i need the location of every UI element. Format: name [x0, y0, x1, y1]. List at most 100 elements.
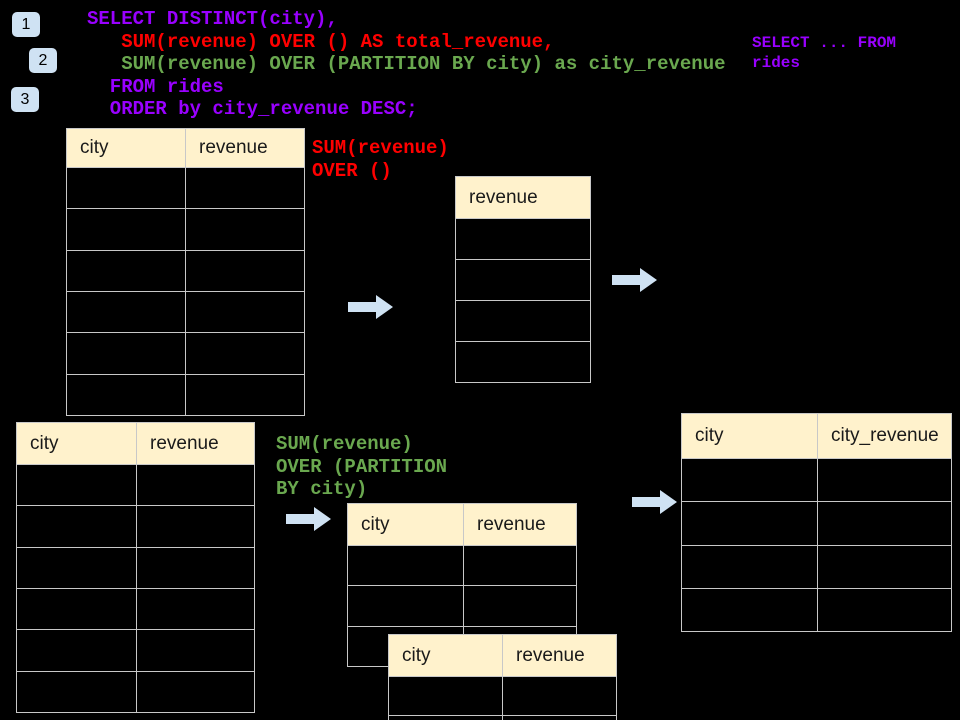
table-cell — [16, 670, 137, 714]
table-cell — [16, 629, 137, 672]
table-cell — [817, 457, 952, 503]
table-cell — [66, 166, 186, 210]
column-header-revenue: revenue — [455, 176, 591, 219]
arrow-right-icon — [612, 268, 657, 292]
annotation-line: OVER () — [312, 159, 392, 182]
annotation-line: OVER (PARTITION — [276, 455, 448, 478]
sql-code-block: SELECT DISTINCT(city), SUM(revenue) OVER… — [87, 8, 726, 121]
table-total-result: revenue — [455, 176, 591, 383]
table-row — [16, 463, 255, 507]
column-header-city: city — [347, 503, 464, 546]
table-cell — [66, 373, 186, 417]
table-cell — [347, 544, 464, 587]
column-header-city-revenue: city_revenue — [817, 413, 952, 459]
table-row — [66, 373, 305, 417]
table-cell — [681, 457, 818, 503]
table-cell — [136, 670, 255, 714]
table-row — [455, 300, 591, 342]
table-cell — [455, 300, 591, 342]
table-final-result: city city_revenue — [681, 413, 952, 633]
table-cell — [502, 715, 617, 720]
sql-line-order-by: ORDER by city_revenue DESC; — [87, 98, 418, 120]
column-header-city: city — [16, 422, 137, 465]
table-cell — [347, 585, 464, 627]
column-header-city: city — [66, 128, 186, 168]
table-cell — [66, 208, 186, 251]
sql-line-select: SELECT DISTINCT(city), — [87, 8, 338, 30]
table-row — [455, 218, 591, 260]
table-row — [388, 715, 617, 720]
table-row — [347, 585, 577, 627]
table-row — [347, 544, 577, 587]
table-row — [16, 629, 255, 672]
column-header-revenue: revenue — [185, 128, 305, 168]
table-row — [16, 670, 255, 714]
table-cell — [136, 463, 255, 507]
column-header-revenue: revenue — [463, 503, 577, 546]
table-row — [681, 457, 952, 503]
table-row — [66, 290, 305, 334]
arrow-right-icon — [632, 490, 677, 514]
table-row — [66, 166, 305, 210]
column-header-revenue: revenue — [136, 422, 255, 465]
table-partition-overlay: city revenue — [388, 634, 617, 720]
table-cell — [681, 587, 818, 633]
table-row — [66, 332, 305, 375]
step-badge-3: 3 — [11, 87, 39, 112]
side-note-line-2: rides — [752, 54, 801, 72]
table-cell — [388, 715, 503, 720]
arrow-right-icon — [348, 295, 393, 319]
table-cell — [817, 587, 952, 633]
table-cell — [185, 373, 305, 417]
step-badge-1: 1 — [12, 12, 40, 37]
table-cell — [463, 585, 577, 627]
annotation-line: SUM(revenue) — [312, 137, 449, 159]
table-cell — [455, 218, 591, 260]
table-row — [388, 676, 617, 716]
table-cell — [681, 501, 818, 546]
sql-line-total-revenue: SUM(revenue) OVER () AS total_revenue, — [87, 30, 555, 53]
table-row — [66, 208, 305, 251]
table-row — [16, 587, 255, 631]
side-note-line-1: SELECT ... FROM — [752, 34, 897, 52]
table-cell — [463, 544, 577, 587]
table-cell — [66, 332, 186, 375]
table-row — [681, 501, 952, 546]
table-cell — [16, 505, 137, 548]
table-cell — [136, 629, 255, 672]
table-row — [455, 259, 591, 301]
sql-line-from: FROM rides — [87, 75, 224, 98]
table-cell — [388, 676, 503, 716]
annotation-line: SUM(revenue) — [276, 433, 413, 455]
table-row — [16, 546, 255, 589]
table-cell — [16, 546, 137, 589]
arrow-right-icon — [286, 507, 331, 531]
table-cell — [455, 341, 591, 383]
table-cell — [817, 501, 952, 546]
table-row — [455, 341, 591, 383]
table-cell — [185, 208, 305, 251]
table-cell — [136, 546, 255, 589]
table-source-top: city revenue — [66, 128, 305, 417]
column-header-city: city — [681, 413, 818, 459]
table-cell — [185, 332, 305, 375]
table-cell — [136, 505, 255, 548]
table-cell — [66, 249, 186, 292]
annotation-total-revenue: SUM(revenue)OVER () — [312, 137, 449, 182]
sql-line-city-revenue: SUM(revenue) OVER (PARTITION BY city) as… — [87, 53, 726, 75]
table-row — [681, 544, 952, 589]
table-row — [681, 587, 952, 633]
column-header-revenue: revenue — [502, 634, 617, 677]
column-header-city: city — [388, 634, 503, 677]
table-cell — [66, 290, 186, 334]
sql-side-note: SELECT ... FROM rides — [752, 33, 896, 73]
table-row — [16, 505, 255, 548]
table-cell — [817, 544, 952, 589]
table-cell — [16, 587, 137, 631]
step-badge-2: 2 — [29, 48, 57, 73]
table-cell — [16, 463, 137, 507]
table-cell — [185, 166, 305, 210]
table-row — [66, 249, 305, 292]
